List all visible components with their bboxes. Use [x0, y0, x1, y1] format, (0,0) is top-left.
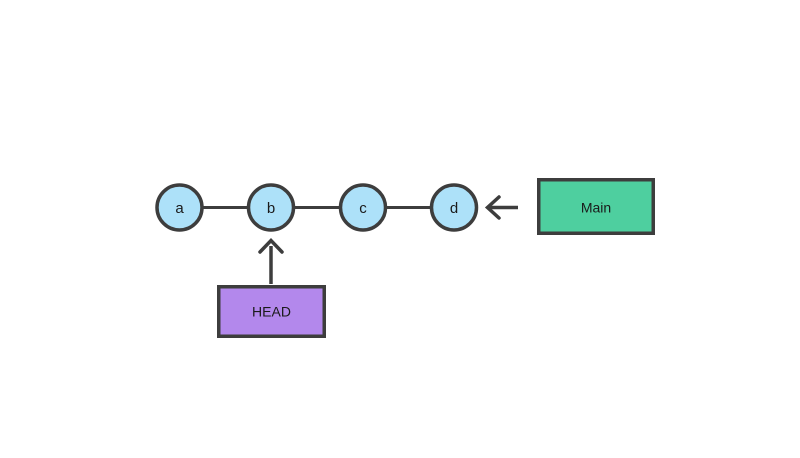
- main-branch-text: Main: [581, 200, 611, 216]
- commit-node-a[interactable]: a: [155, 183, 204, 232]
- commit-label: c: [359, 200, 367, 217]
- arrow-head: [258, 237, 284, 254]
- head-pointer-box[interactable]: [217, 285, 326, 338]
- commit-circle[interactable]: [155, 183, 204, 232]
- commit-label: a: [175, 200, 184, 217]
- commit-circle[interactable]: [429, 183, 479, 232]
- commit-circle[interactable]: [338, 183, 388, 232]
- main-to-d-arrow-icon: [484, 195, 518, 220]
- commit-label: d: [450, 200, 458, 217]
- commit-node-b[interactable]: b: [246, 183, 296, 232]
- commit-circle[interactable]: [246, 183, 296, 232]
- head-pointer-text: HEAD: [252, 304, 291, 320]
- head-to-b-arrow-icon: [258, 237, 284, 284]
- commit-label: b: [267, 200, 275, 217]
- commit-node-d[interactable]: d: [429, 183, 479, 232]
- arrow-head: [484, 195, 501, 220]
- main-branch-label[interactable]: Main: [537, 178, 655, 235]
- commit-node-c[interactable]: c: [338, 183, 388, 232]
- head-pointer-label[interactable]: HEAD: [217, 285, 326, 338]
- main-branch-box[interactable]: [537, 178, 655, 235]
